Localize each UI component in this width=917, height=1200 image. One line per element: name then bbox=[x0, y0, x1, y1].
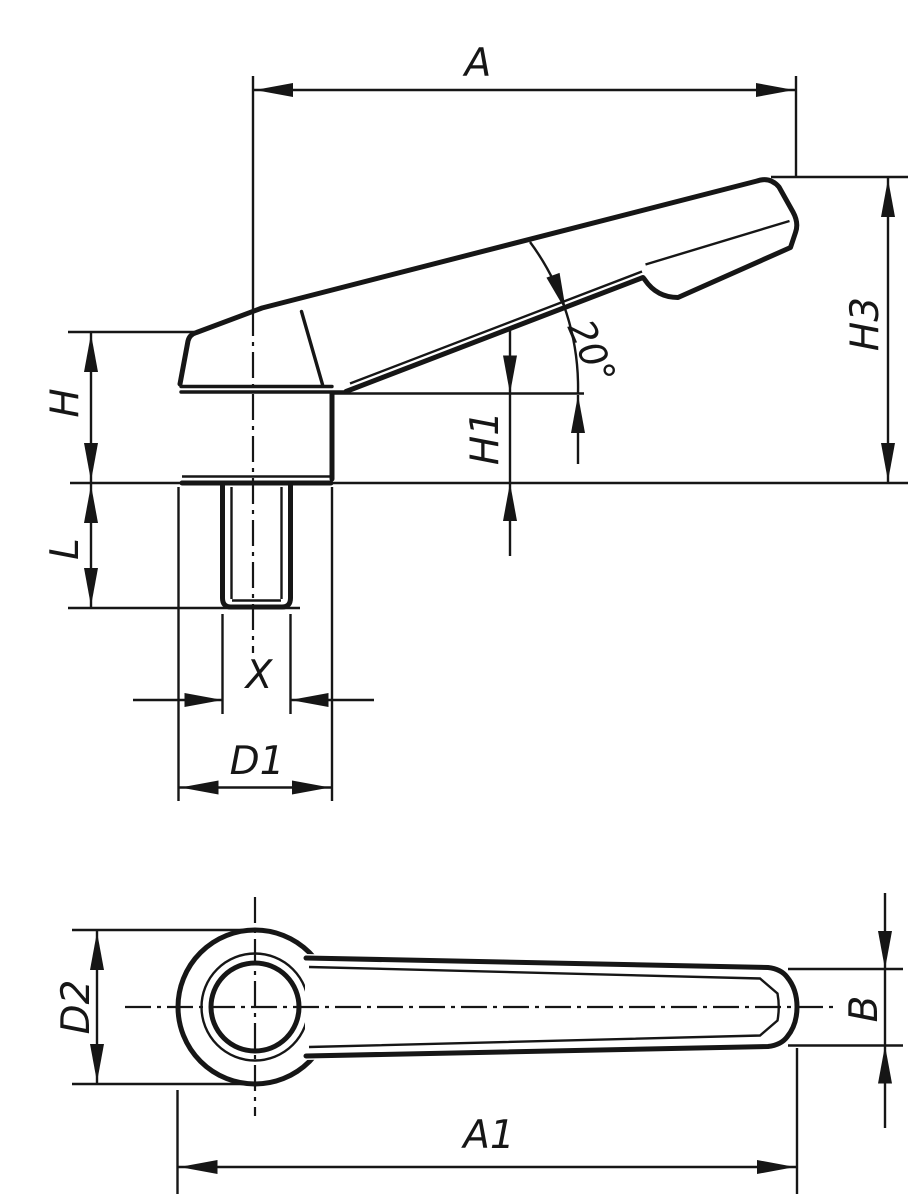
dim-l-arrow-top bbox=[84, 485, 98, 523]
dim-l-arrow-bottom bbox=[84, 568, 98, 606]
lever-plan-outline bbox=[125, 897, 838, 1116]
dim-d2-arrow-bottom bbox=[90, 1044, 104, 1082]
dim-a1-arrow-left bbox=[179, 1160, 218, 1174]
dim-d1-label: D1 bbox=[230, 739, 285, 784]
lever-side-outline bbox=[70, 177, 908, 653]
dimension-h1: H1 bbox=[332, 330, 584, 556]
angle-arc bbox=[529, 241, 580, 394]
dimension-l: L bbox=[43, 483, 300, 610]
dimension-d2: D2 bbox=[54, 928, 244, 1086]
dim-b-arrow-bottom bbox=[878, 1045, 892, 1084]
dim-d1-arrow-left bbox=[180, 780, 219, 795]
dimension-b: B bbox=[788, 893, 903, 1128]
dim-a-arrow-left bbox=[255, 83, 293, 97]
dim-x-arrow-left bbox=[184, 693, 223, 707]
dim-x-label: X bbox=[244, 653, 274, 698]
dim-a1-label: A1 bbox=[460, 1113, 515, 1158]
dim-d2-label: D2 bbox=[54, 980, 99, 1035]
dimension-x: X bbox=[133, 614, 374, 714]
dim-h1-label: H1 bbox=[463, 411, 508, 465]
dim-h1-arrow-bottom bbox=[503, 483, 517, 521]
dimension-h3: H3 bbox=[771, 175, 908, 483]
lever-outer-contour bbox=[177, 177, 800, 394]
dim-h-arrow-bottom bbox=[84, 443, 98, 481]
dim-d1-arrow-right bbox=[292, 780, 330, 795]
dimension-angle-20: 20° bbox=[529, 241, 624, 464]
dim-h3-arrow-top bbox=[881, 179, 895, 217]
dimension-a: A bbox=[251, 41, 798, 310]
angle-arrow-lower bbox=[571, 395, 585, 433]
dim-h-label: H bbox=[43, 388, 88, 417]
dim-h1-arrow-top bbox=[503, 355, 517, 394]
angle-label: 20° bbox=[559, 314, 624, 391]
dim-a-arrow-right bbox=[756, 83, 794, 97]
dim-a1-arrow-right bbox=[757, 1160, 795, 1174]
dim-l-label: L bbox=[43, 538, 88, 560]
dimension-d1: D1 bbox=[177, 487, 334, 801]
angle-arrow-upper bbox=[546, 272, 566, 311]
dimension-a1: A1 bbox=[176, 1048, 799, 1194]
dim-a-label: A bbox=[462, 41, 492, 86]
dim-b-label: B bbox=[842, 996, 887, 1023]
dim-d2-arrow-top bbox=[90, 932, 104, 970]
dim-h3-label: H3 bbox=[843, 297, 888, 351]
tip-chamfer-line bbox=[645, 219, 790, 266]
hub-handle-transition-line bbox=[299, 309, 325, 387]
dim-h3-arrow-bottom bbox=[881, 443, 895, 481]
side-view: A H L H1 bbox=[43, 41, 908, 801]
dimension-h: H bbox=[43, 330, 196, 483]
plan-view: D2 B A1 bbox=[54, 893, 903, 1194]
underside-chamfer-line bbox=[349, 270, 643, 385]
dim-b-arrow-top bbox=[878, 931, 892, 969]
dim-x-arrow-right bbox=[290, 693, 329, 707]
dim-h-arrow-top bbox=[84, 334, 98, 372]
